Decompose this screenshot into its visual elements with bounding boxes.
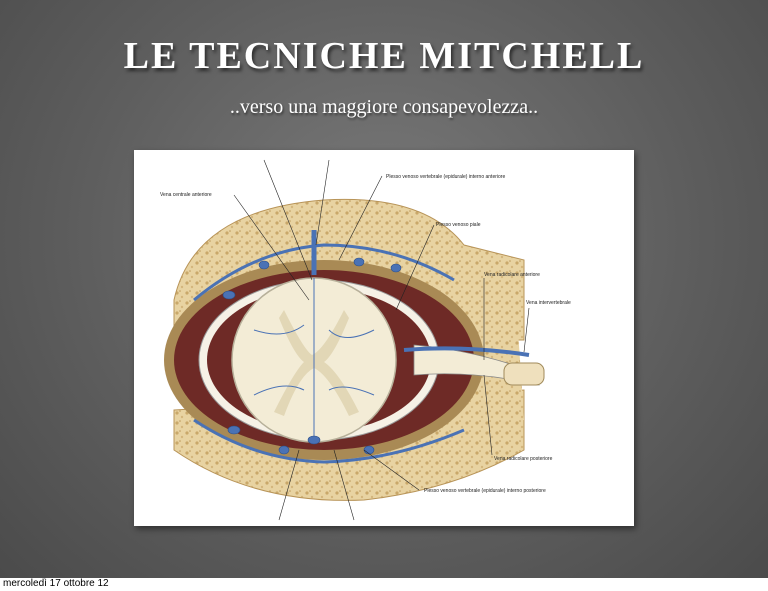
vein-network: [193, 230, 530, 464]
grey-matter: [274, 310, 359, 416]
label-radicolare-anteriore: Vena radicolare anteriore: [484, 272, 540, 278]
label-plesso-anteriore: Plesso venoso vertebrale (epidurale) int…: [386, 174, 506, 180]
label-vena-centrale: Vena centrale anteriore: [160, 192, 212, 198]
label-radicolare-posteriore: Vena radicolare posteriore: [494, 456, 553, 462]
label-intervertebrale: Vena intervertebrale: [526, 300, 571, 306]
pial-veins: [253, 278, 375, 442]
label-plesso-piale: Plesso venoso piale: [436, 222, 481, 228]
footer-bar: mercoledì 17 ottobre 12: [0, 578, 768, 591]
slide-subtitle: ..verso una maggiore consapevolezza..: [229, 96, 539, 118]
vertebra-right: [464, 260, 524, 430]
leader-lines: [233, 159, 530, 521]
label-plesso-posteriore: Plesso venoso vertebrale (epidurale) int…: [424, 488, 546, 494]
nerve-stump: [503, 362, 545, 386]
spinal-veins-illustration: [164, 159, 545, 521]
anatomy-figure: Plesso venoso vertebrale (epidurale) int…: [134, 150, 634, 526]
slide: LE TECNICHE MITCHELL ..verso una maggior…: [123, 35, 645, 526]
slide-title: LE TECNICHE MITCHELL: [123, 35, 645, 77]
footer-date: mercoledì 17 ottobre 12: [3, 578, 109, 589]
